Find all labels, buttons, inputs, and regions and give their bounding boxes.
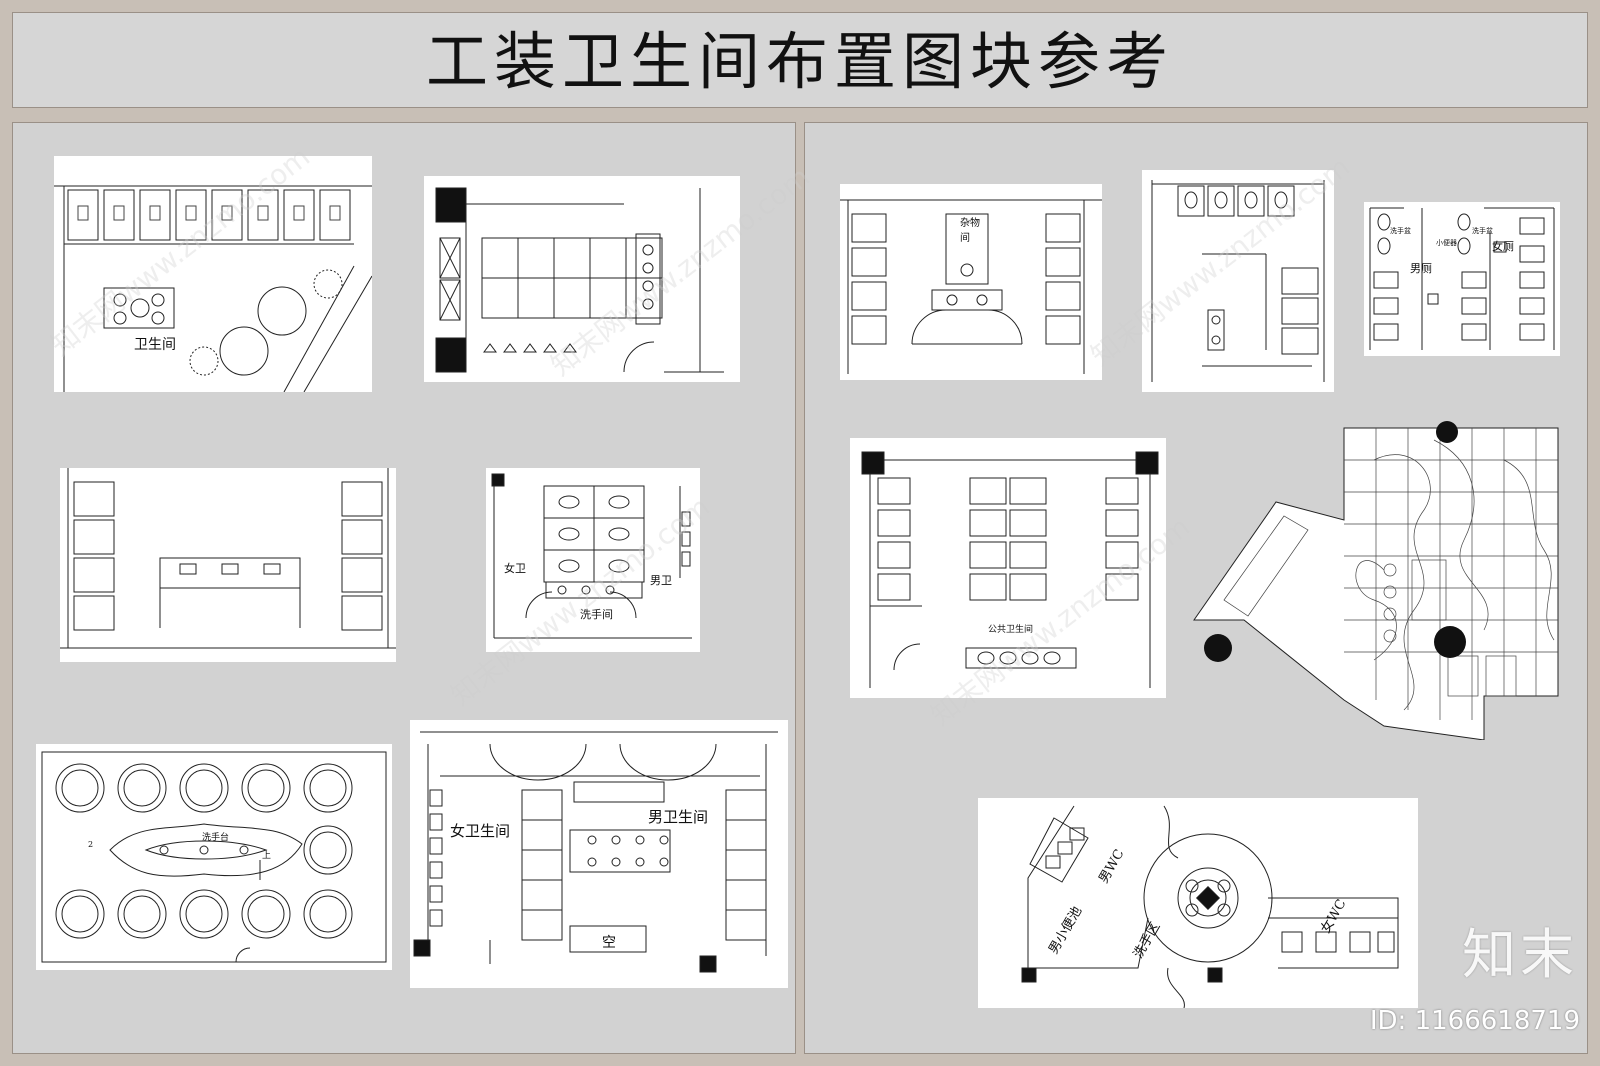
plan-9-wash-right-label: 洗手盆 [1472,227,1493,235]
plan-restroom-12: 男WC 男小便池 洗手区 女WC [978,798,1418,1008]
plan-6-empty-label: 空 [602,935,616,951]
plan-restroom-8 [1142,170,1334,392]
title-bar: 工装卫生间布置图块参考 [12,12,1588,108]
plan-6-drawing [413,731,778,973]
plan-6-women-label: 女卫生间 [450,822,511,840]
plan-restroom-6: 女卫生间 男卫生间 空 [410,720,788,988]
plan-10-public-label: 公共卫生间 [988,625,1034,635]
plan-9-wash-left-label: 洗手盆 [1390,227,1411,235]
plan-restroom-stalls-1: 卫生间 [54,156,372,392]
plan-7-storage-label: 杂物间 [960,218,980,244]
plan-restroom-5: 洗手台 上 2 [36,744,392,970]
watermark-logo: 知末 [1462,923,1578,986]
plan-2-drawing [435,187,724,373]
plan-restroom-10: 公共卫生间 [850,438,1166,698]
plan-9-urinal-label: 小便器 [1436,239,1457,247]
image-id: ID: 1166618719 [1369,1006,1580,1036]
plan-1-label: 卫生间 [134,337,176,353]
plan-6-men-label: 男卫生间 [648,808,709,826]
plan-restroom-stalls-2 [424,176,740,382]
plan-12-drawing [1021,805,1399,1008]
plan-4-drawing [491,473,692,639]
plan-3-drawing [60,468,396,649]
plan-10-drawing [861,451,1159,688]
plan-restroom-11 [1184,420,1566,740]
plan-4-men-label: 男卫 [650,574,672,587]
plan-restroom-4: 女卫 男卫 洗手间 [486,468,700,652]
plan-5-drawing [41,751,387,963]
plan-7-drawing [840,199,1102,374]
plan-9-women-label: 女厕 [1492,240,1514,253]
plan-restroom-9: 洗手盆 洗手盆 小便器 男厕 女厕 [1364,202,1560,356]
plan-4-wash-label: 洗手间 [580,608,613,621]
page-title: 工装卫生间布置图块参考 [425,25,1174,98]
plan-restroom-stalls-3 [60,468,396,662]
plan-9-men-label: 男厕 [1410,262,1432,275]
plan-4-women-label: 女卫 [504,562,526,575]
plan-5-up-label: 上 [262,851,272,861]
plan-5-n-label: 2 [88,840,94,849]
plan-8-drawing [1151,180,1325,382]
plan-restroom-7: 杂物间 [840,184,1102,380]
plan-1-drawing [54,185,372,392]
plan-11-drawing [1193,421,1559,740]
plan-9-drawing [1369,207,1555,350]
plan-5-wash-label: 洗手台 [202,833,230,843]
